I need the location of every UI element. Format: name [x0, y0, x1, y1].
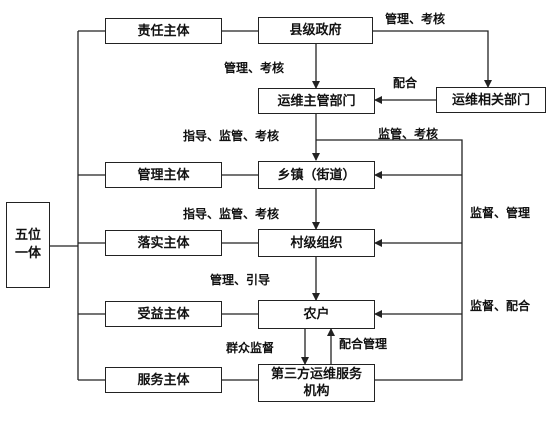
- label-mass-supervision: 群众监督: [226, 341, 275, 355]
- third-party-om-institution-box: 第三方运维服务 机构: [258, 364, 375, 402]
- label-supervise-assess: 监管、考核: [378, 127, 439, 141]
- label-main-to-township: 指导、监管、考核: [183, 129, 280, 143]
- five-in-one-label-line1: 五位: [14, 228, 41, 243]
- label-supervise-coop: 监督、配合: [470, 299, 531, 313]
- village-organization-box: 村级组织: [258, 229, 375, 257]
- county-government-box: 县级政府: [258, 17, 373, 44]
- supervision-loop: [316, 139, 463, 381]
- om-related-department-box: 运维相关部门: [436, 87, 546, 113]
- third-party-label-line2: 机构: [303, 384, 330, 399]
- label-coop-management: 配合管理: [339, 337, 388, 351]
- label-supervise-manage: 监督、管理: [470, 206, 531, 220]
- third-party-label-line1: 第三方运维服务: [270, 367, 362, 382]
- management-subject-box: 管理主体: [105, 162, 222, 188]
- implementation-subject-box: 落实主体: [105, 230, 222, 256]
- om-main-department-box: 运维主管部门: [258, 88, 375, 114]
- farmer-box: 农户: [258, 300, 375, 329]
- label-township-to-village: 指导、监管、考核: [183, 207, 280, 221]
- responsibility-subject-box: 责任主体: [105, 18, 222, 44]
- label-related-to-main: 配合: [393, 76, 418, 90]
- label-village-to-farmer: 管理、引导: [210, 273, 271, 287]
- five-in-one-box: 五位 一体: [6, 202, 50, 288]
- beneficiary-subject-box: 受益主体: [105, 301, 222, 327]
- service-subject-box: 服务主体: [105, 367, 222, 393]
- arrow-gov-to-related: [373, 30, 492, 88]
- label-gov-to-related: 管理、考核: [385, 12, 446, 26]
- label-gov-to-main: 管理、考核: [224, 61, 285, 75]
- five-in-one-label-line2: 一体: [14, 246, 41, 261]
- township-box: 乡镇（街道）: [258, 161, 375, 189]
